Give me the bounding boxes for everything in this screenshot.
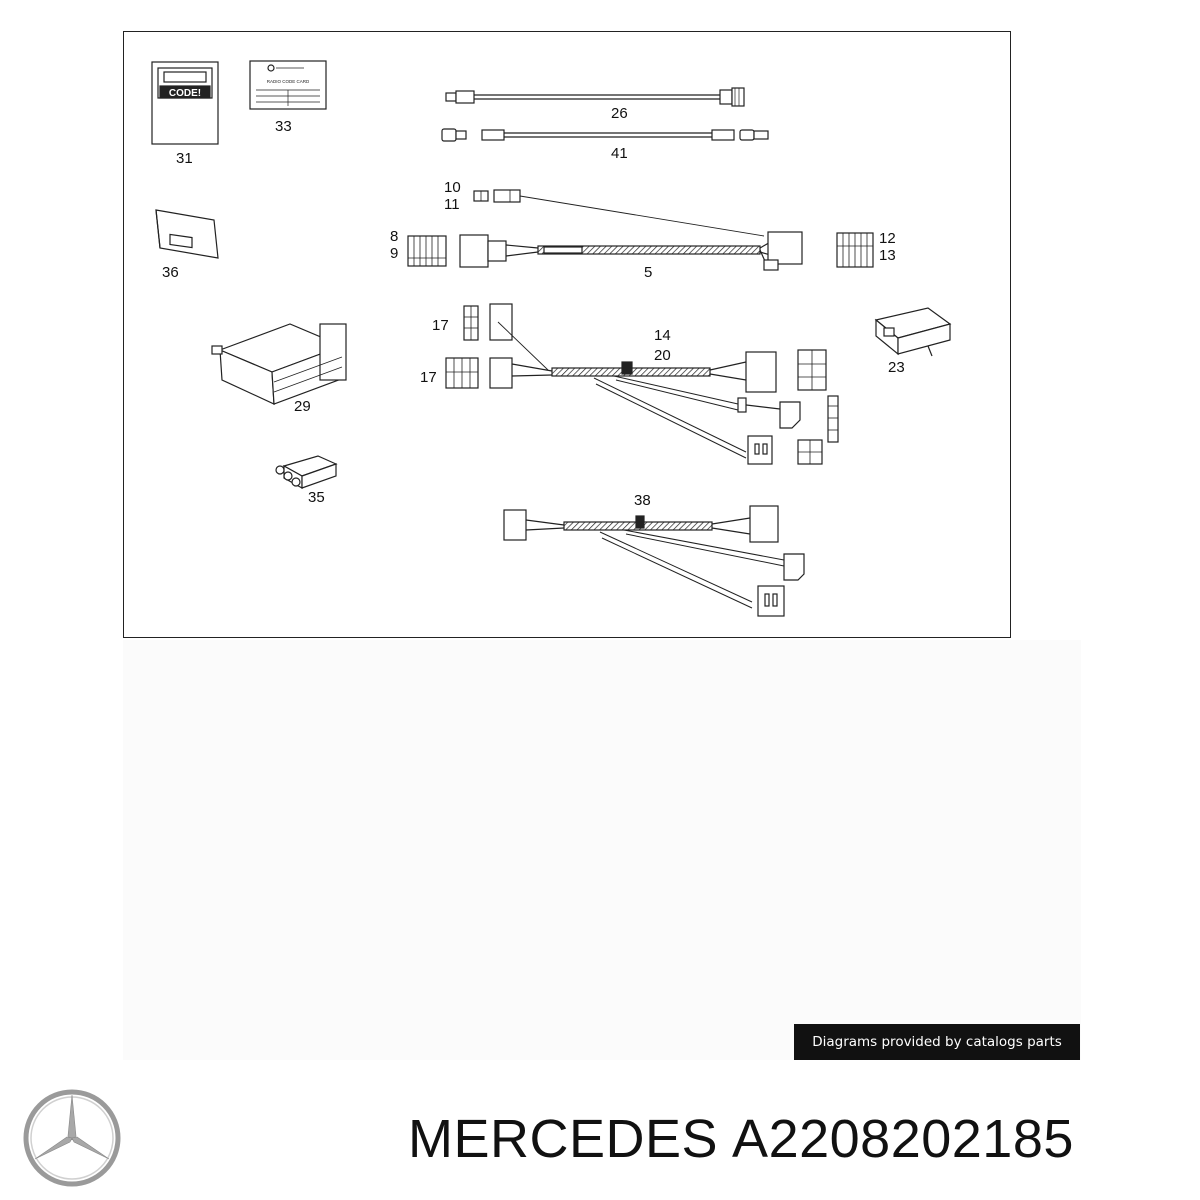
part-31-manual: CODE!: [151, 61, 219, 145]
part-29-radio-unit: [211, 323, 347, 405]
callout-41: 41: [611, 145, 628, 162]
part-33-radio-code-card: RADIO CODE CARD: [249, 60, 327, 110]
callout-36: 36: [162, 264, 179, 281]
callout-20: 20: [654, 347, 671, 364]
callout-10: 10: [444, 179, 461, 196]
part-17-connectors: [445, 303, 513, 389]
callout-13: 13: [879, 247, 896, 264]
callout-8: 8: [390, 228, 398, 245]
part-number: A2208202185: [732, 1109, 1074, 1169]
part-8-9-connector: [407, 235, 447, 267]
callout-12: 12: [879, 230, 896, 247]
callout-5: 5: [644, 264, 652, 281]
callout-9: 9: [390, 245, 398, 262]
callout-26: 26: [611, 105, 628, 122]
manual-cover-text: CODE!: [169, 88, 201, 99]
image-backdrop: [123, 640, 1081, 1060]
callout-17-lower: 17: [420, 369, 437, 386]
part-38-harness: [503, 505, 805, 617]
callout-31: 31: [176, 150, 193, 167]
parts-diagram: CODE! 31 RADIO CODE CARD 33 26 41: [123, 31, 1011, 638]
callout-35: 35: [308, 489, 325, 506]
part-10-11-connectors: [473, 189, 765, 237]
callout-14: 14: [654, 327, 671, 344]
part-23-module: [874, 307, 952, 357]
mercedes-star-icon: [22, 1088, 122, 1188]
callout-11: 11: [444, 196, 460, 213]
part-35-plug: [275, 455, 338, 490]
radio-card-title: RADIO CODE CARD: [267, 79, 310, 84]
callout-33: 33: [275, 118, 292, 135]
callout-17-upper: 17: [432, 317, 449, 334]
callout-23: 23: [888, 359, 905, 376]
callout-29: 29: [294, 398, 311, 415]
diagram-svg: CODE! 31 RADIO CODE CARD 33 26 41: [151, 60, 952, 617]
part-brand: MERCEDES: [408, 1109, 719, 1169]
part-36-booklet: [155, 209, 219, 259]
part-26-cable: [445, 87, 745, 107]
callout-38: 38: [634, 492, 651, 509]
diagram-credit-caption: Diagrams provided by catalogs parts: [794, 1024, 1080, 1060]
part-41-cable: [441, 128, 769, 142]
part-12-13-connector: [836, 232, 874, 268]
part-14-20-harness: [497, 321, 839, 465]
part-5-harness: [459, 231, 803, 271]
